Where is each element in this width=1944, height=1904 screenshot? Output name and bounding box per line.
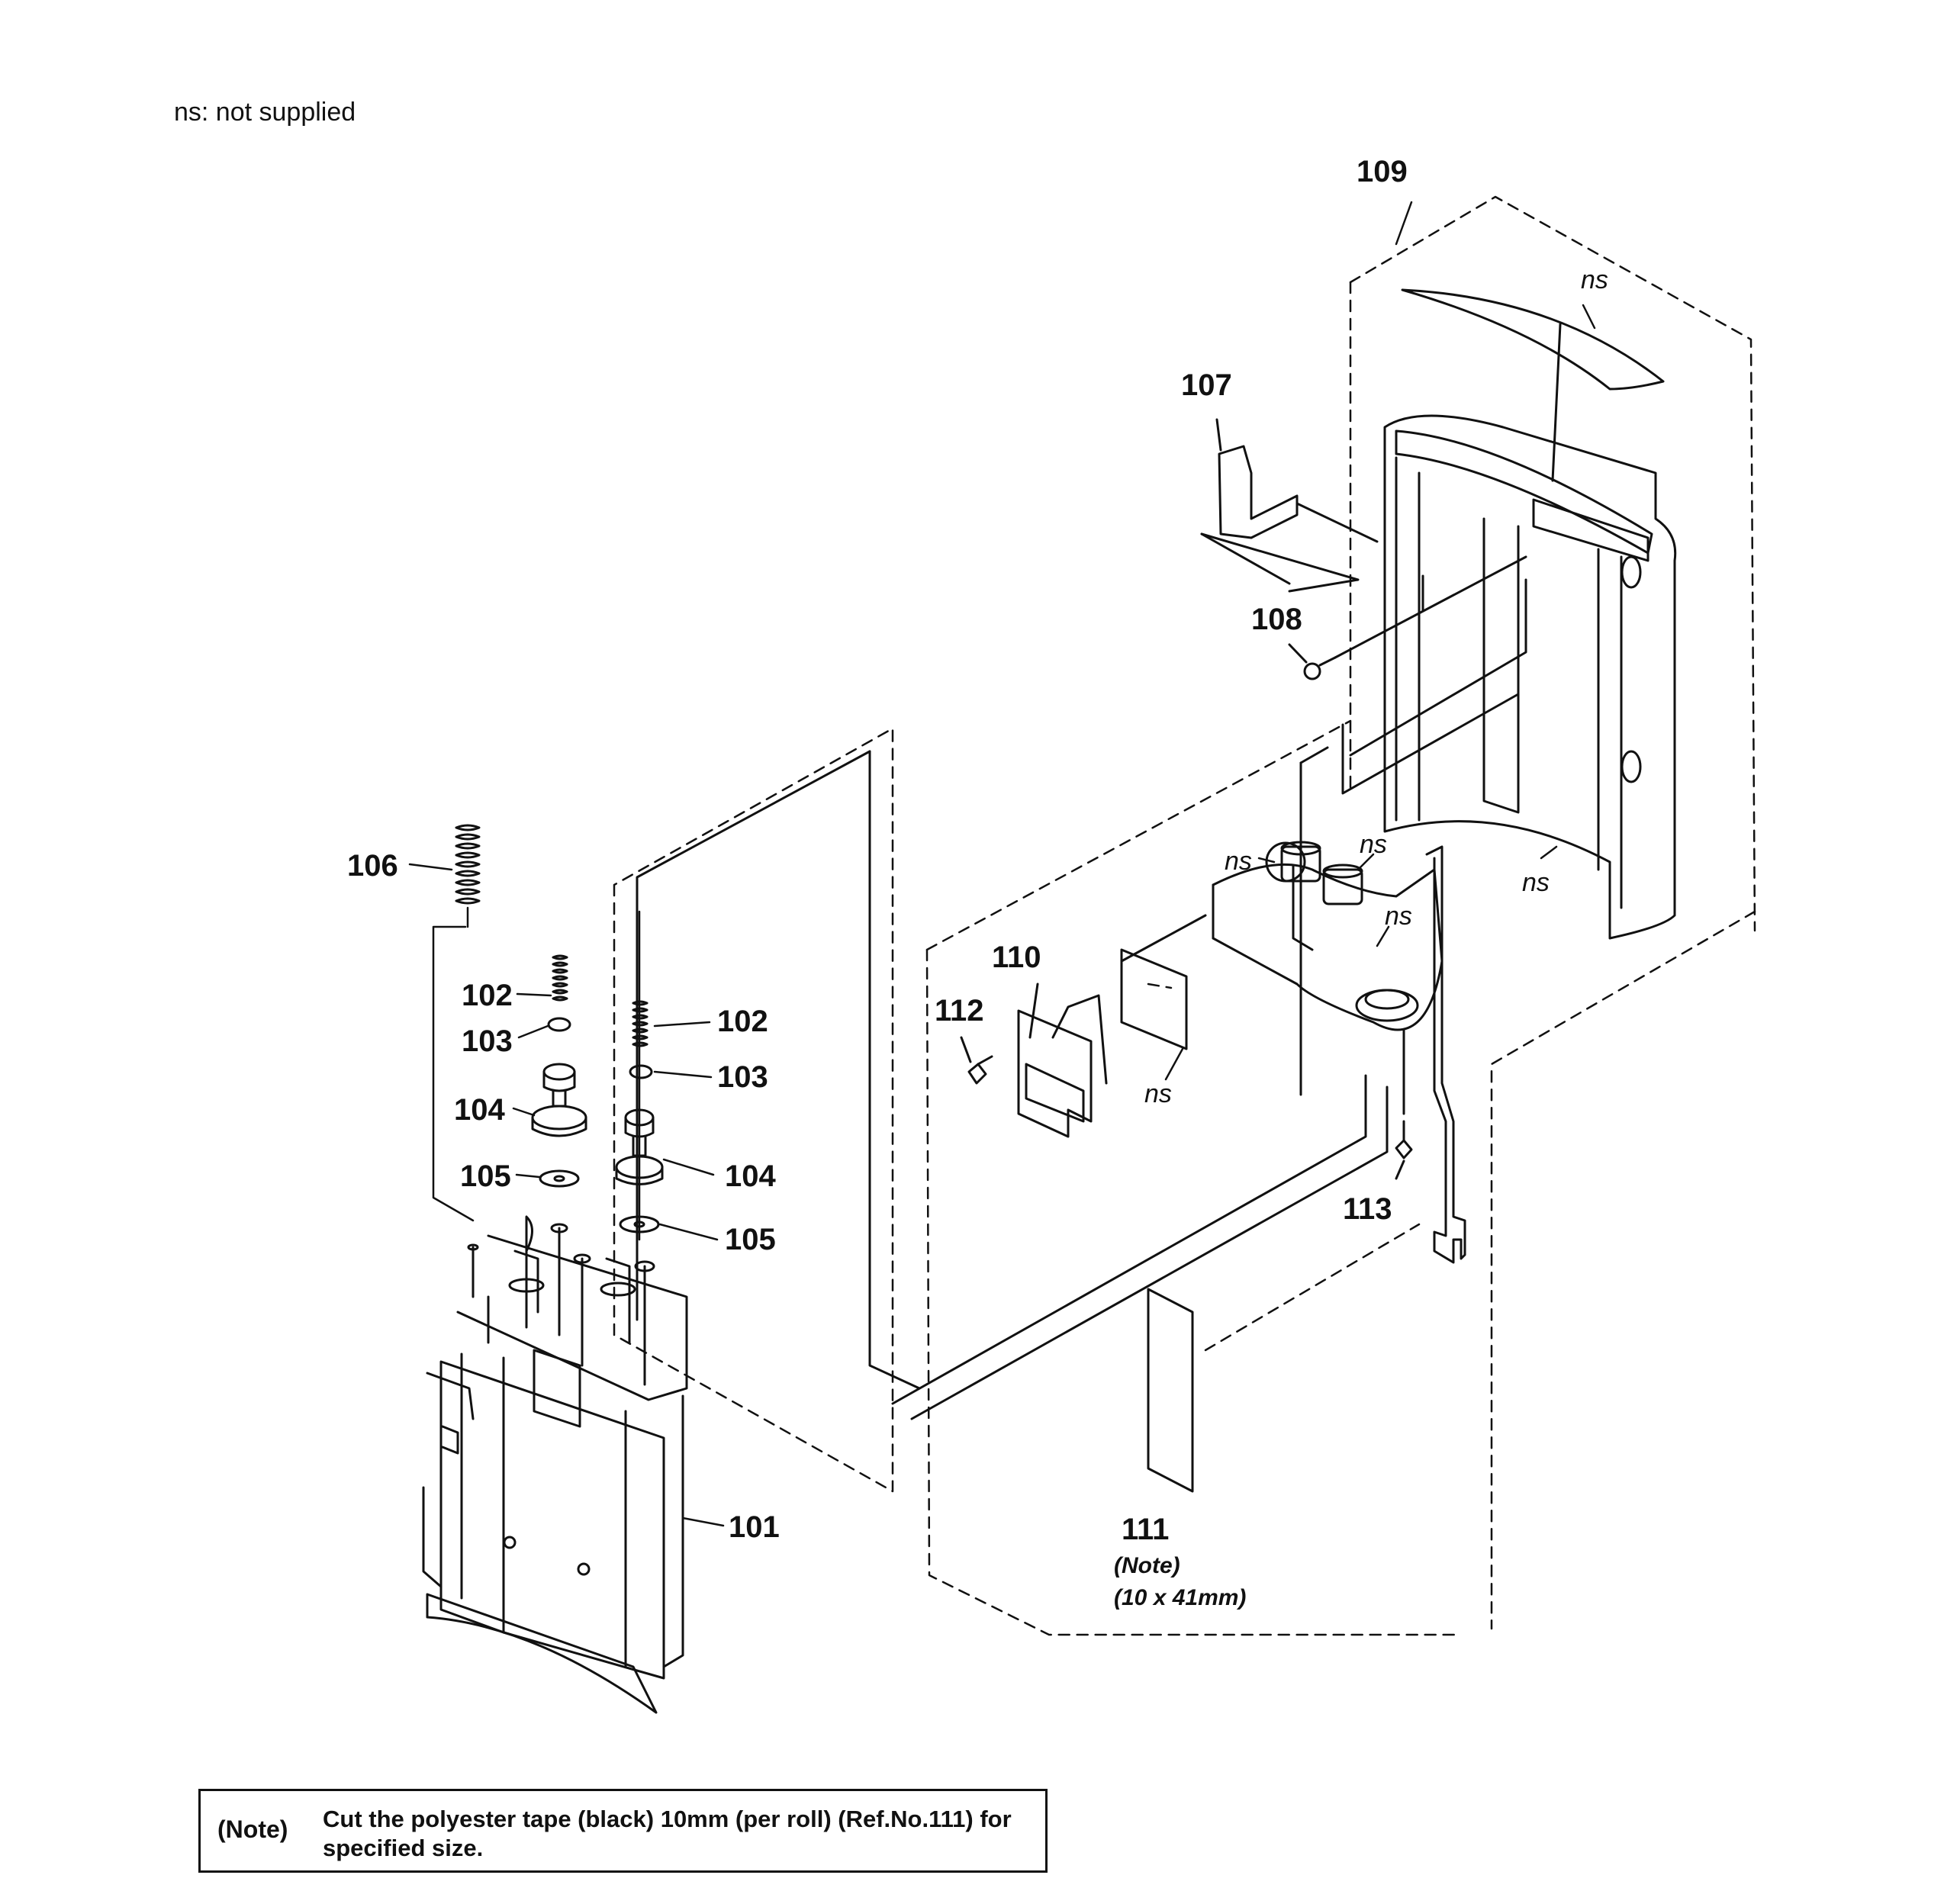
board-assembly: [1051, 841, 1444, 1115]
label-104-right: 104: [725, 1159, 776, 1193]
label-108: 108: [1251, 603, 1302, 636]
label-102-right: 102: [717, 1005, 768, 1038]
label-113: 113: [1343, 1192, 1392, 1226]
ns-label-roller-right: ns: [1360, 830, 1387, 859]
label-101: 101: [729, 1510, 780, 1544]
note-text: Cut the polyester tape (black) 10mm (per…: [323, 1806, 1012, 1861]
tape-size: (10 x 41mm): [1114, 1585, 1246, 1610]
label-103-right: 103: [717, 1060, 768, 1094]
screw-108: [1288, 555, 1527, 680]
tape-111: [1147, 1288, 1194, 1493]
leader-lines: [408, 201, 1596, 1527]
label-109: 109: [1357, 155, 1408, 188]
note-reference: (Note): [1114, 1553, 1180, 1578]
label-106: 106: [347, 849, 398, 883]
label-102-left: 102: [462, 979, 513, 1012]
label-111: 111: [1122, 1513, 1169, 1546]
label-105-left: 105: [460, 1159, 511, 1193]
note-tag: (Note): [217, 1816, 288, 1843]
ns-label-board: ns: [1385, 902, 1412, 931]
label-103-left: 103: [462, 1024, 513, 1058]
ns-label-cover-bottom: ns: [1522, 868, 1550, 897]
ns-label-plate: ns: [1144, 1079, 1172, 1108]
connector-110: [1017, 983, 1093, 1138]
screw-113: [1395, 1120, 1413, 1180]
dashed-envelope: [925, 195, 1756, 1636]
label-105-right: 105: [725, 1223, 776, 1256]
legend-text: ns: not supplied: [174, 98, 356, 127]
ns-label-roller-left: ns: [1225, 847, 1252, 876]
left-part-stack: [455, 824, 664, 1233]
label-107: 107: [1181, 368, 1232, 402]
ns-label-cover-top: ns: [1581, 265, 1608, 294]
screw-112: [960, 1036, 993, 1085]
note-box: (Note) Cut the polyester tape (black) 10…: [198, 1789, 1048, 1873]
frame-outline: [613, 574, 1527, 1493]
tape-annotation: (Note) (10 x 41mm): [1114, 1553, 1246, 1610]
cover-109: [1383, 288, 1677, 940]
label-110: 110: [992, 941, 1041, 974]
ns-labels: ns ns ns ns ns ns: [1144, 265, 1608, 1108]
right-flex: [1425, 845, 1466, 1264]
main-body-101: [422, 1215, 688, 1714]
bracket-107: [1200, 418, 1379, 593]
part-labels: 109 107 108 106 102 103 104 105 102 103 …: [347, 155, 1408, 1546]
label-112: 112: [935, 994, 984, 1028]
label-104-left: 104: [454, 1093, 505, 1127]
